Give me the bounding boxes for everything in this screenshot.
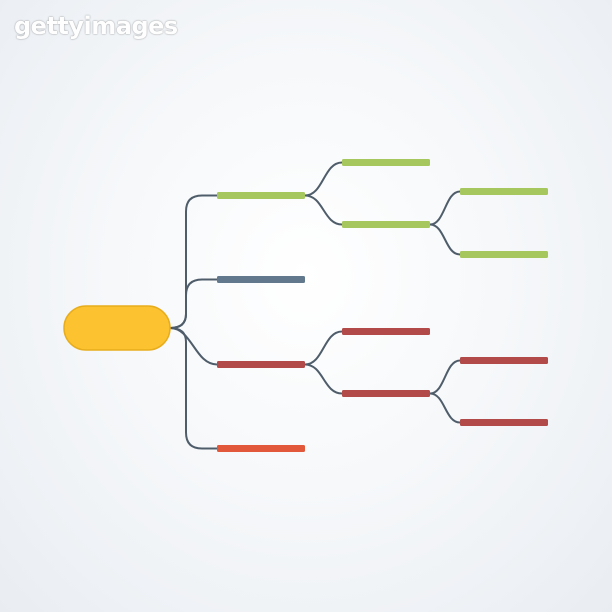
connector-branch-1-1: [304, 161, 343, 197]
branch-1-2-2-node: [460, 251, 548, 258]
nodes: [63, 159, 548, 452]
branch-2-node: [217, 276, 305, 283]
branch-3-2-node: [342, 390, 430, 397]
connectors: [169, 161, 461, 450]
branch-1-2-node: [342, 221, 430, 228]
connector-branch-1: [169, 194, 218, 329]
connector-branch-2: [169, 278, 218, 329]
connector-branch-3-2-1: [429, 359, 461, 395]
connector-branch-3-2-2: [429, 392, 461, 424]
connector-branch-1-2-1: [429, 190, 461, 226]
connector-branch-4: [169, 327, 218, 450]
branch-3-node: [217, 361, 305, 368]
branch-3-2-2-node: [460, 419, 548, 426]
branch-3-1-node: [342, 328, 430, 335]
branch-3-2-1-node: [460, 357, 548, 364]
watermark-logo: gettyimages: [14, 12, 178, 40]
branch-1-2-1-node: [460, 188, 548, 195]
branch-4-node: [217, 445, 305, 452]
branch-1-node: [217, 192, 305, 199]
connector-branch-1-2-2: [429, 223, 461, 256]
connector-branch-3-1: [304, 330, 343, 366]
root-node: [63, 305, 171, 351]
connector-branch-3-2: [304, 363, 343, 395]
connector-branch-1-2: [304, 194, 343, 226]
branch-1-1-node: [342, 159, 430, 166]
connector-branch-3: [169, 327, 218, 366]
